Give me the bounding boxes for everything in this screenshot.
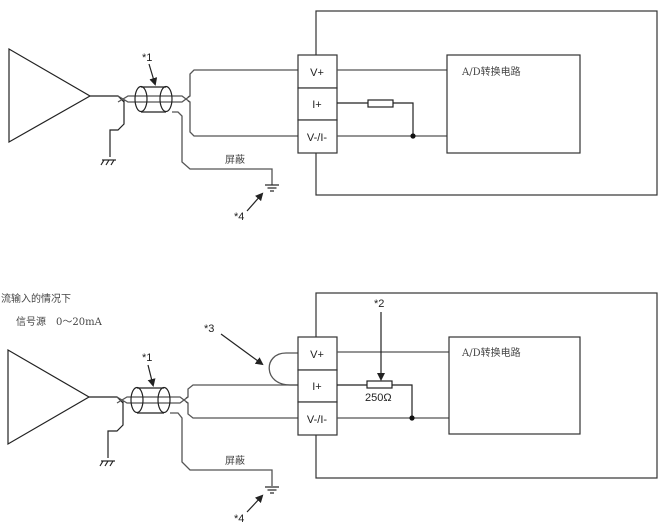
junction-dot [410, 133, 416, 139]
note-1-label: *1 [142, 352, 152, 364]
source-ground-wire [109, 100, 125, 157]
frame-ground-icon [100, 159, 116, 166]
terminal-block [297, 54, 338, 154]
terminal-v-minus-i-minus: V-/I- [307, 414, 328, 426]
terminal-i-plus: I+ [312, 381, 321, 393]
terminal-v-plus: V+ [310, 67, 324, 79]
source-label: 信号源 0～20mA [16, 315, 103, 328]
note-4-arrow [246, 192, 264, 212]
signal-source-amplifier [7, 348, 91, 446]
note-1-label: *1 [142, 52, 152, 64]
caption: 流输入的情况下 [1, 292, 71, 305]
note-1-arrow [147, 364, 156, 387]
shield-label: 屏蔽 [225, 154, 245, 166]
resistor [367, 99, 394, 108]
shield-label: 屏蔽 [225, 455, 245, 467]
ad-converter-label: A/D转换电路 [461, 346, 521, 359]
source-ground-wire [107, 401, 124, 458]
terminal-block [297, 336, 338, 436]
internal-wire-i-plus [337, 102, 414, 136]
note-4-label: *4 [234, 211, 244, 223]
terminal-i-plus: I+ [312, 99, 321, 111]
terminal-v-plus: V+ [310, 349, 324, 361]
ad-converter-label: A/D转换电路 [461, 65, 521, 78]
terminal-v-minus-i-minus: V-/I- [307, 132, 328, 144]
shielded-cable [116, 386, 189, 414]
note-1-arrow [148, 63, 158, 86]
wire-i-plus [185, 384, 298, 399]
shield-wire [172, 111, 273, 185]
wire-v-plus [187, 69, 298, 98]
junction-dot [409, 415, 415, 421]
internal-wire-i-plus [337, 384, 413, 418]
earth-ground-icon [265, 486, 279, 494]
ad-converter-box [448, 336, 581, 435]
note-3-arrow [220, 333, 264, 366]
wire-v-minus [185, 401, 298, 419]
jumper-loop [268, 352, 298, 386]
note-4-arrow [246, 494, 264, 513]
shielded-cable [117, 85, 191, 113]
frame-ground-icon [99, 460, 115, 467]
note-3-label: *3 [204, 323, 214, 335]
resistor-value: 250Ω [365, 392, 392, 404]
wire-v-minus [187, 100, 298, 137]
note-2-label: *2 [374, 298, 384, 310]
current-input-diagram: 流输入的情况下 信号源 0～20mA 屏蔽 [1, 292, 658, 525]
earth-ground-icon [265, 184, 279, 192]
note-4-label: *4 [234, 513, 244, 525]
voltage-input-diagram: 屏蔽 V+ I+ V-/I- A/D转换电路 *1 *4 [8, 10, 658, 223]
resistor-250-ohm [366, 380, 393, 389]
ad-converter-box [446, 54, 581, 154]
signal-source-amplifier [8, 47, 92, 144]
shield-wire [170, 412, 273, 486]
